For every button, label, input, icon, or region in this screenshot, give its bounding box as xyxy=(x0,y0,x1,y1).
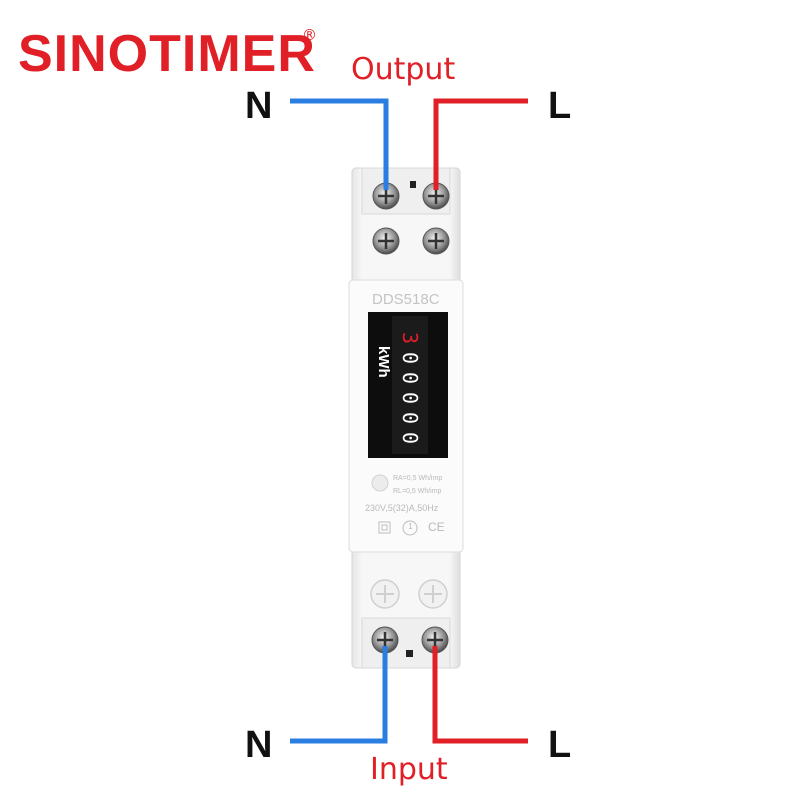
counter-digits: 3 0 0 0 0 0 xyxy=(394,328,426,448)
live-bottom-label: L xyxy=(548,724,572,766)
counter-digit: 0 xyxy=(397,411,422,425)
kwh-unit-label: kWh xyxy=(375,346,392,378)
neutral-input-wire xyxy=(290,646,388,744)
top-secondary-screw-right xyxy=(422,227,450,255)
live-output-wire xyxy=(433,98,528,190)
ce-mark: CE xyxy=(428,520,445,534)
counter-digit: 3 xyxy=(397,331,422,345)
neutral-top-label: N xyxy=(245,85,273,127)
top-terminal-live-screw xyxy=(422,182,450,210)
output-label: Output xyxy=(351,52,456,87)
double-insulation-icon xyxy=(378,521,391,534)
meter-model-label: DDS518C xyxy=(372,291,440,308)
input-label: Input xyxy=(370,752,448,787)
pulse-led xyxy=(371,474,389,492)
rating-text: 230V,5(32)A,50Hz xyxy=(365,503,439,513)
counter-drum xyxy=(392,316,428,454)
spec-ra-text: RA=0,5 Wh/imp xyxy=(393,475,443,482)
neutral-bottom-label: N xyxy=(245,724,273,766)
bottom-secondary-screw-left xyxy=(370,579,400,609)
bottom-terminal-neutral-screw xyxy=(371,626,399,654)
bottom-secondary-screw-right xyxy=(418,579,448,609)
brand-logo: SINOTIMER xyxy=(18,25,316,83)
neutral-output-wire xyxy=(290,98,389,190)
top-secondary-screw-left xyxy=(372,227,400,255)
counter-digit: 0 xyxy=(397,391,422,405)
live-top-label: L xyxy=(548,85,572,127)
top-terminal-neutral-screw xyxy=(372,182,400,210)
counter-digit: 0 xyxy=(397,431,422,445)
bottom-terminal-live-screw xyxy=(421,626,449,654)
counter-digit: 0 xyxy=(397,351,422,365)
spec-rl-text: RL=0,5 Wh/imp xyxy=(393,488,442,495)
class-mark: 1 xyxy=(408,522,413,531)
counter-digit: 0 xyxy=(397,371,422,385)
registered-mark: ® xyxy=(302,26,317,44)
live-input-wire xyxy=(432,646,528,744)
class-circle-icon xyxy=(402,520,418,536)
